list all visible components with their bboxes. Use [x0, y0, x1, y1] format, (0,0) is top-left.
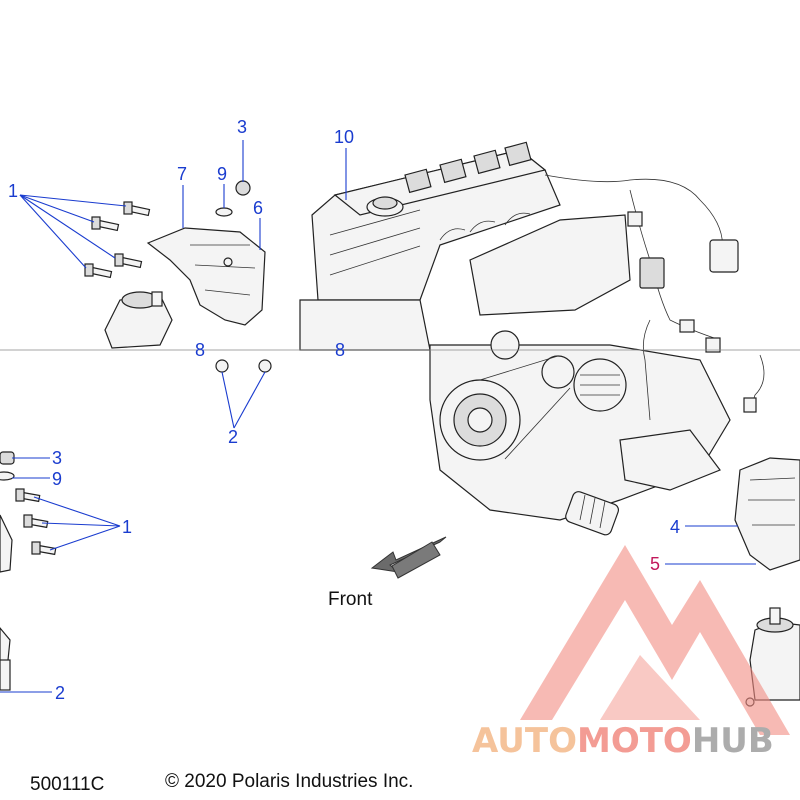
callout-7: 7 [177, 164, 187, 184]
left-mount-bracket-upper [84, 180, 272, 373]
bolt-1a [123, 201, 151, 217]
front-label: Front [328, 589, 373, 610]
callout-2-mid: 2 [228, 427, 238, 447]
callout-1-top: 1 [8, 181, 18, 201]
bolt-1d [84, 263, 113, 279]
callout-8-left: 8 [195, 340, 205, 360]
watermark-moto: MOTO [577, 721, 692, 761]
washer-9-top [215, 207, 233, 217]
callout-5: 5 [650, 554, 660, 574]
callout-1-left: 1 [122, 517, 132, 537]
bolt-1b [91, 216, 120, 232]
callout-9-top: 9 [217, 164, 227, 184]
copyright-notice: © 2020 Polaris Industries Inc. [165, 771, 413, 792]
watermark-hub: HUB [692, 721, 774, 761]
callout-2-bottom: 2 [55, 683, 65, 703]
front-direction-arrow [370, 536, 447, 579]
wiring-harness [544, 174, 765, 421]
callout-3-left: 3 [52, 448, 62, 468]
left-mount-bracket-lower [0, 451, 57, 691]
nut-3-top [235, 180, 251, 196]
automotohub-watermark: AUTOMOTOHUB [472, 545, 790, 761]
engine-assembly [299, 141, 731, 536]
watermark-auto: AUTO [472, 721, 577, 761]
svg-text:AUTOMOTOHUB: AUTOMOTOHUB [472, 721, 774, 761]
callout-8-mid: 8 [335, 340, 345, 360]
callouts: 1 3 7 9 6 10 8 8 2 3 9 1 2 4 5 [8, 117, 680, 703]
leader-lines [0, 140, 756, 693]
callout-4: 4 [670, 517, 680, 537]
callout-10: 10 [334, 127, 354, 147]
bolt-1c [114, 253, 143, 269]
callout-6: 6 [253, 198, 263, 218]
callout-9-left: 9 [52, 469, 62, 489]
diagram-code: 500111C [30, 774, 104, 795]
callout-3-top: 3 [237, 117, 247, 137]
